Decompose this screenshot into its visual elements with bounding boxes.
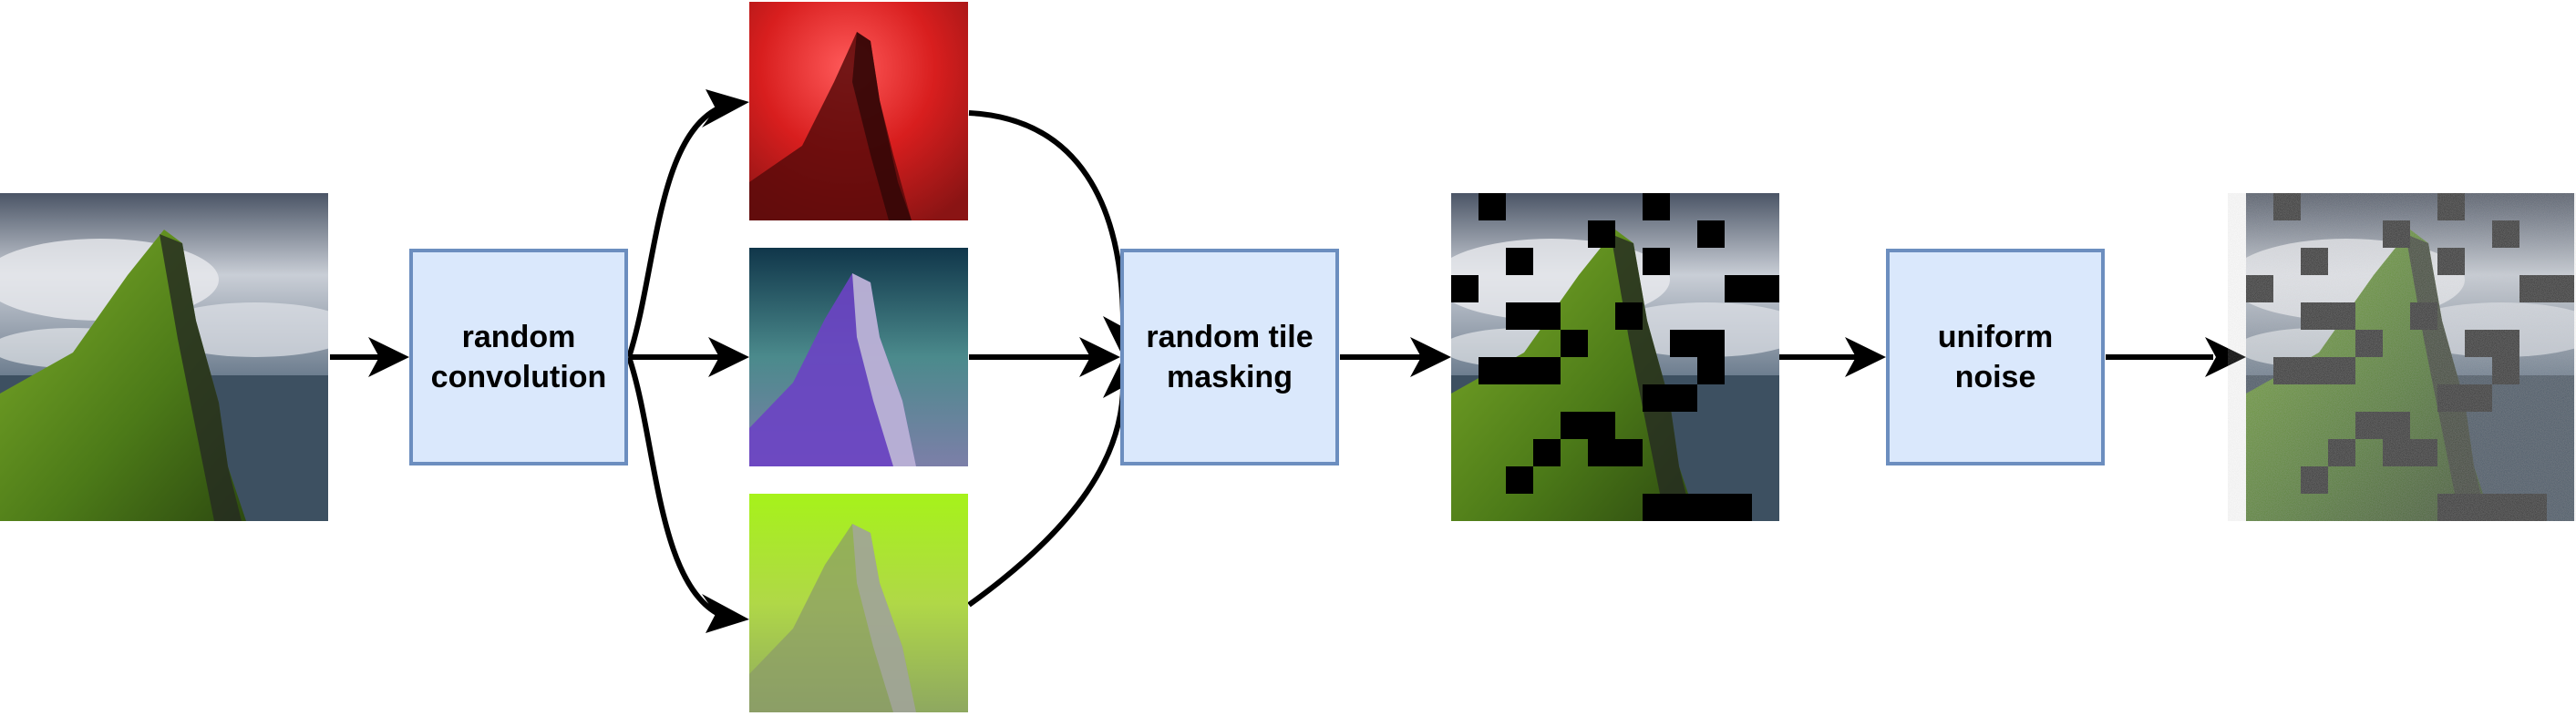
random-tile-masking-box: random tile masking xyxy=(1120,249,1339,465)
arrow-conv-to-red xyxy=(626,105,722,358)
arrowhead-noise xyxy=(1845,337,1886,377)
arrowhead-masked xyxy=(1410,337,1451,377)
random-convolution-box: random convolution xyxy=(409,249,628,465)
arrow-heads xyxy=(368,89,2246,633)
uniform-noise-label: uniform noise xyxy=(1937,320,2054,394)
conv-purple-image xyxy=(749,248,968,466)
masked-image xyxy=(1451,193,1779,521)
arrow-conv-to-green xyxy=(626,356,722,618)
noisy-mask-tiles xyxy=(2246,193,2574,521)
arrowhead-conv xyxy=(368,337,409,377)
uniform-noise-box: uniform noise xyxy=(1886,249,2105,465)
random-tile-masking-label: random tile masking xyxy=(1146,320,1314,394)
arrowhead-mask xyxy=(1079,337,1120,377)
noisy-output-image xyxy=(2246,193,2574,521)
input-image xyxy=(0,193,328,521)
arrow-red-to-mask xyxy=(968,110,1127,338)
arrow-green-to-mask xyxy=(967,377,1127,608)
random-convolution-label: random convolution xyxy=(430,320,607,394)
arrowhead-green xyxy=(702,594,749,633)
arrowhead-purple xyxy=(708,337,749,377)
conv-red-image xyxy=(749,2,968,220)
mask-tiles xyxy=(1451,193,1779,521)
arrowhead-red xyxy=(702,89,749,128)
arrowhead-output xyxy=(2205,337,2246,377)
conv-green-image xyxy=(749,494,968,712)
